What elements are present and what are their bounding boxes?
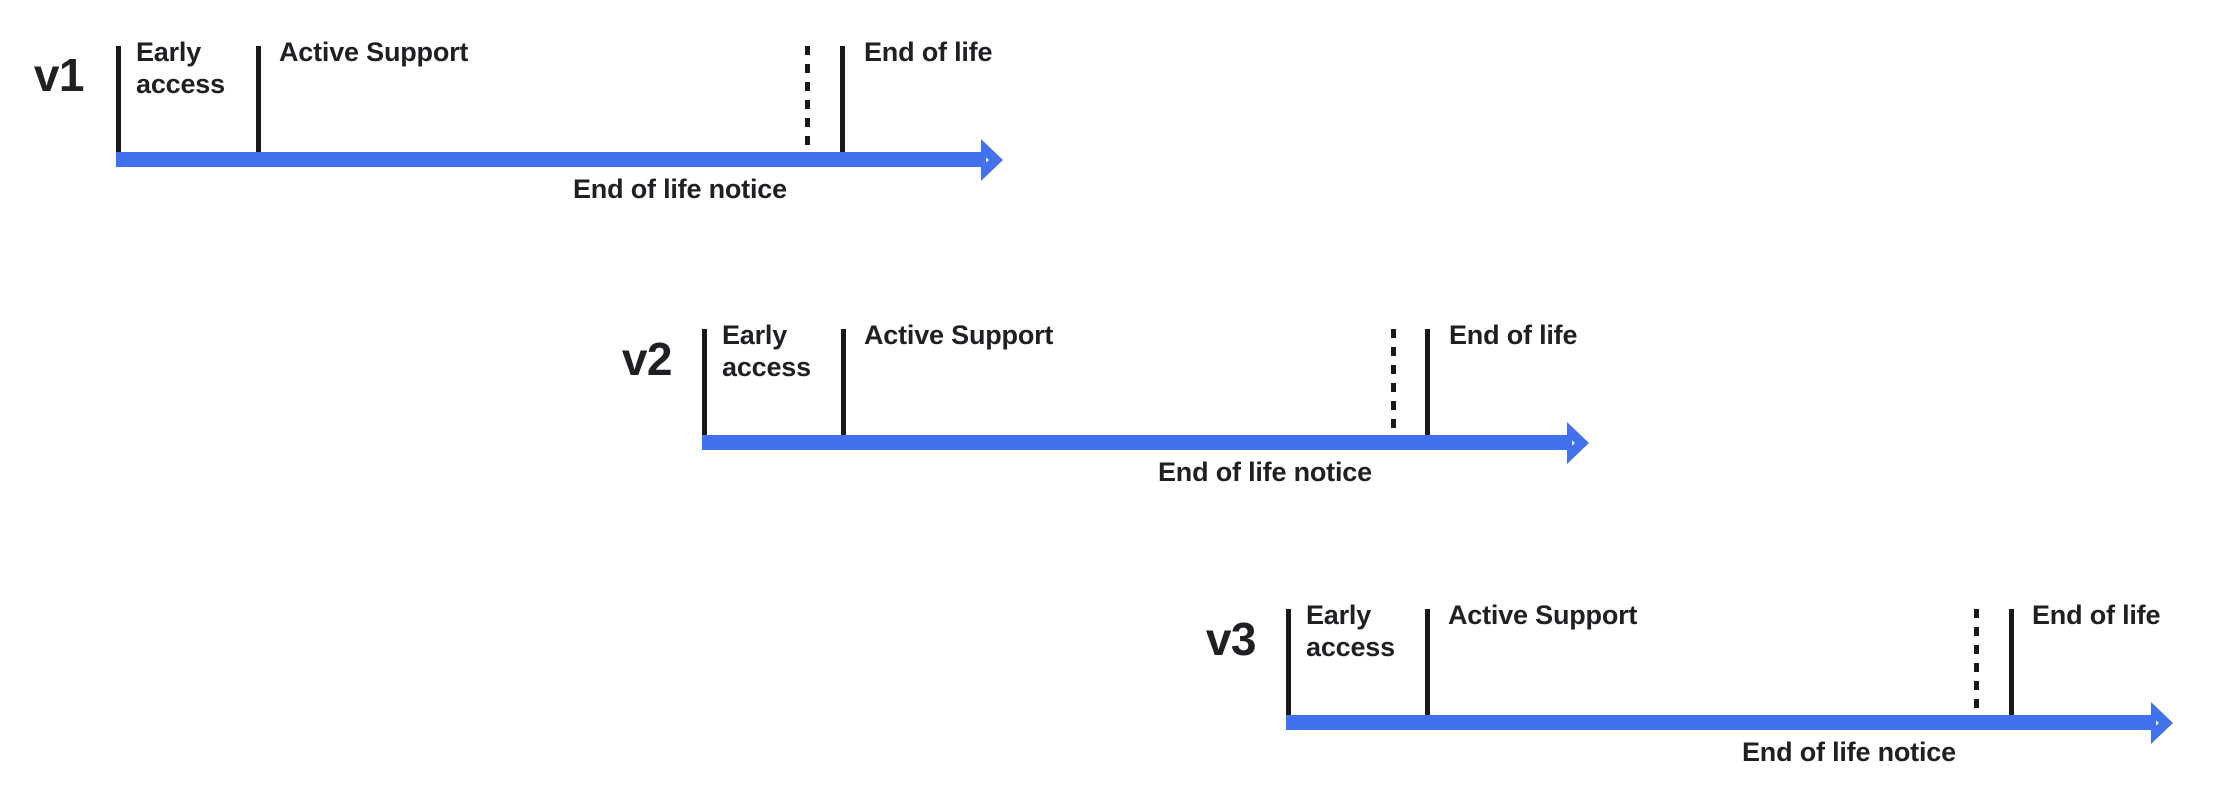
lifecycle-bar-v3 — [1286, 701, 2189, 744]
arrow-head-icon-v3 — [2143, 700, 2189, 746]
lifecycle-bar-shaft-v3 — [1286, 715, 2156, 730]
tick-dashed-end-of-life-notice-v3 — [1974, 609, 1979, 715]
tick-end-of-life-start-v3 — [2009, 609, 2014, 715]
segment-label-end-of-life-v2: End of life — [1449, 320, 1578, 350]
lifecycle-bar-v2 — [702, 421, 1605, 464]
segment-label-active-support-v2: Active Support — [864, 320, 1054, 350]
segment-label-end-of-life-v1: End of life — [864, 37, 993, 67]
version-label-v3: v3 — [1205, 613, 1257, 665]
below-label-end-of-life-notice-v2: End of life notice — [1158, 457, 1372, 487]
tick-dashed-end-of-life-notice-v1 — [805, 46, 810, 152]
tick-dashed-end-of-life-notice-v2 — [1391, 329, 1396, 435]
tick-active-support-start-v3 — [1425, 609, 1430, 715]
segment-label-end-of-life-v3: End of life — [2032, 600, 2161, 630]
segment-label-early-access-v3: Early access — [1306, 600, 1395, 662]
lifecycle-bar-shaft-v1 — [116, 152, 986, 167]
version-label-v2: v2 — [621, 333, 673, 385]
version-label-v1: v1 — [33, 49, 85, 101]
lifecycle-bar-shaft-v2 — [702, 435, 1572, 450]
lifecycle-bar-v1 — [116, 138, 1019, 181]
segment-label-early-access-v2: Early access — [722, 320, 811, 382]
segment-label-active-support-v1: Active Support — [279, 37, 469, 67]
segment-label-active-support-v3: Active Support — [1448, 600, 1638, 630]
arrow-head-icon-v1 — [973, 137, 1019, 183]
tick-early-access-start-v1 — [116, 46, 121, 152]
below-label-end-of-life-notice-v3: End of life notice — [1742, 737, 1956, 767]
tick-active-support-start-v2 — [841, 329, 846, 435]
tick-end-of-life-start-v1 — [840, 46, 845, 152]
below-label-end-of-life-notice-v1: End of life notice — [573, 174, 787, 204]
arrow-head-icon-v2 — [1559, 420, 1605, 466]
tick-end-of-life-start-v2 — [1425, 329, 1430, 435]
tick-active-support-start-v1 — [256, 46, 261, 152]
tick-early-access-start-v2 — [702, 329, 707, 435]
segment-label-early-access-v1: Early access — [136, 37, 225, 99]
tick-early-access-start-v3 — [1286, 609, 1291, 715]
